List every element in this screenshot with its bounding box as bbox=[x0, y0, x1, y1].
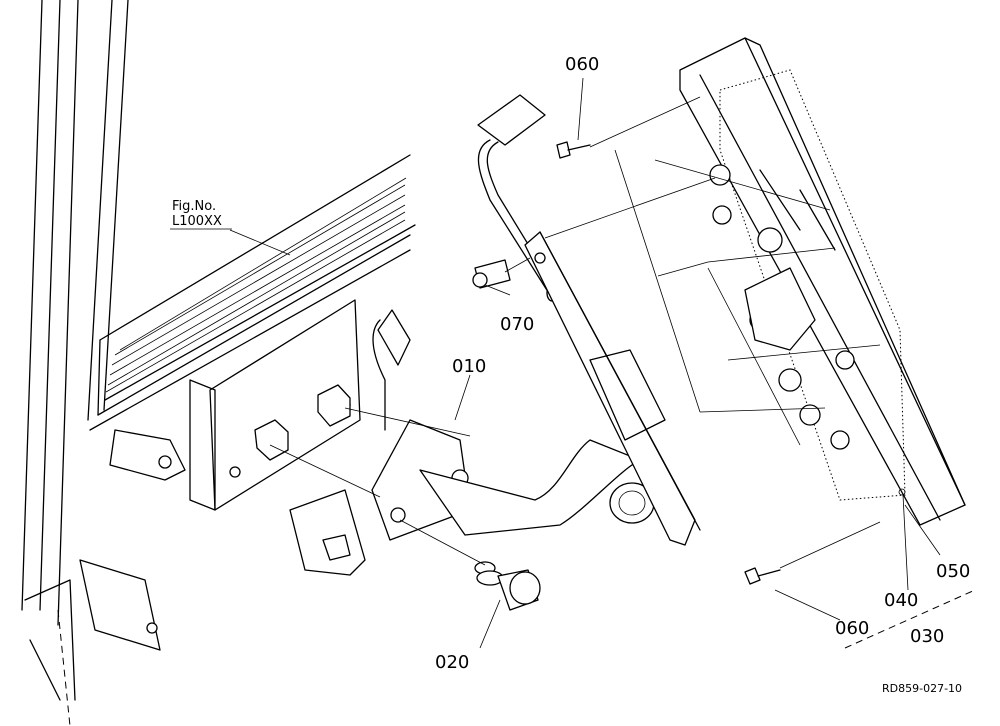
callout-020: 020 bbox=[435, 652, 469, 673]
figure-ref-line2: L100XX bbox=[172, 214, 222, 229]
callout-050: 050 bbox=[936, 561, 970, 582]
callout-030: 030 bbox=[910, 626, 944, 647]
figure-reference: Fig.No. L100XX bbox=[170, 199, 232, 230]
callout-060-top: 060 bbox=[565, 54, 599, 75]
part-020-bolt bbox=[399, 519, 541, 611]
figure-ref-line1: Fig.No. bbox=[172, 199, 216, 214]
callout-040: 040 bbox=[884, 590, 918, 611]
part-010-bracket bbox=[371, 419, 655, 541]
callout-060-bottom: 060 bbox=[835, 618, 869, 639]
mounting-plate bbox=[472, 231, 701, 546]
screw-060-top bbox=[556, 141, 591, 159]
hatched-rail bbox=[89, 154, 416, 431]
leader-lines bbox=[229, 77, 976, 649]
window-frame bbox=[21, 0, 129, 726]
callout-010: 010 bbox=[452, 356, 486, 377]
screw-060-bottom bbox=[744, 567, 781, 585]
drawing-code: RD859-027-10 bbox=[882, 682, 962, 695]
callout-070: 070 bbox=[500, 314, 534, 335]
projection-lines bbox=[269, 96, 881, 569]
lower-bracket bbox=[79, 299, 411, 651]
fan-unit bbox=[679, 37, 966, 526]
